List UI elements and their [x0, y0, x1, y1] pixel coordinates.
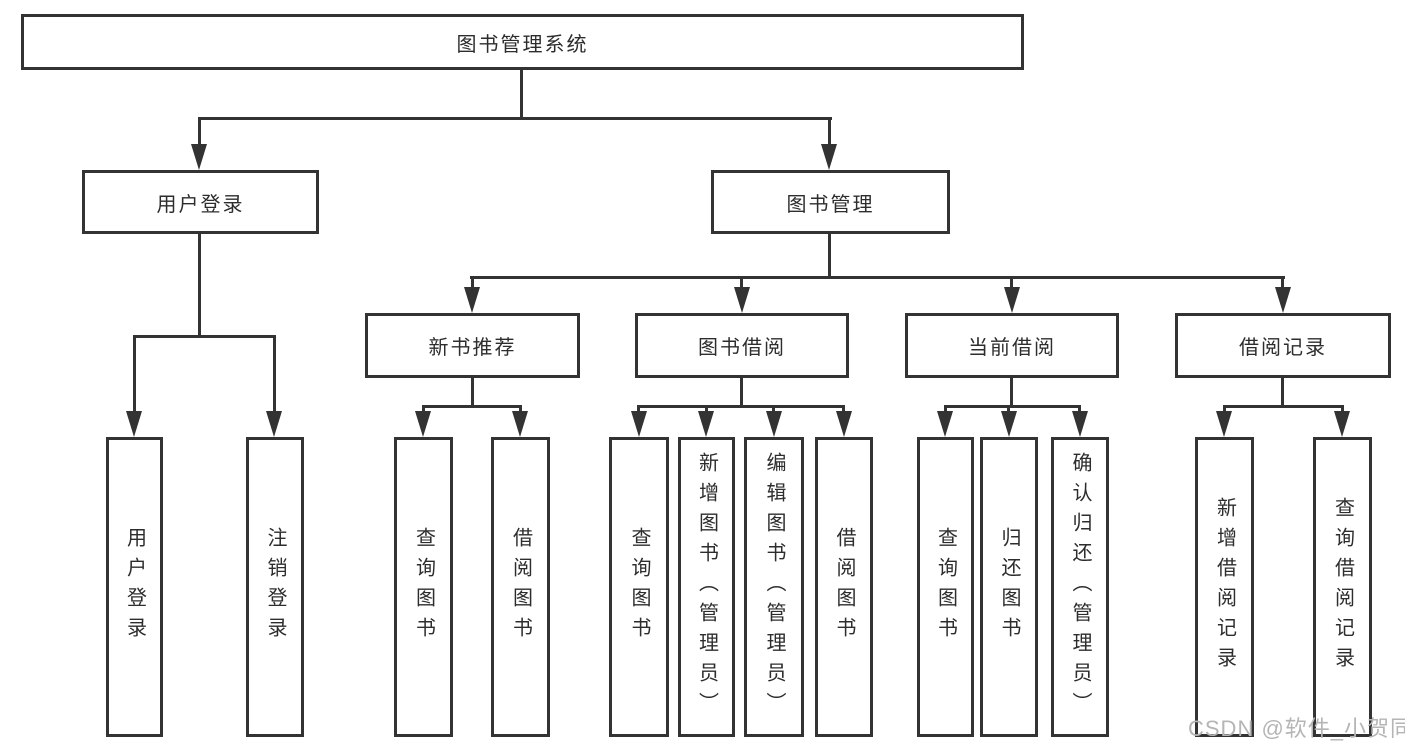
node-current-borrow: 当前借阅: [905, 313, 1119, 378]
node-book-management: 图书管理: [711, 170, 950, 234]
connector-leaf-drop: [273, 335, 276, 413]
connector-leaf-drop: [772, 405, 775, 414]
arrow-down-icon: [1216, 411, 1232, 437]
arrow-down-icon: [631, 411, 647, 437]
connector-level3-drop: [740, 276, 743, 290]
leaf-current-confirm-return-admin: 确认归还（管理员）: [1051, 437, 1109, 737]
leaf-borrow-edit-book-admin: 编辑图书（管理员）: [744, 437, 804, 737]
leaf-label: 查询图书: [412, 527, 435, 647]
arrow-down-icon: [1001, 411, 1017, 437]
arrow-down-icon: [1072, 411, 1088, 437]
leaf-recommend-query-book: 查询图书: [394, 437, 453, 737]
node-user-login: 用户登录: [82, 170, 319, 234]
arrow-down-icon: [126, 411, 142, 437]
leaf-label: 新增图书（管理员）: [695, 452, 718, 722]
leaf-label: 查询图书: [934, 527, 957, 647]
connector-user-login-rail: [133, 335, 276, 338]
connector-leaf-drop: [705, 405, 708, 414]
leaf-borrow-borrow-book: 借阅图书: [815, 437, 873, 737]
leaf-records-query-record: 查询借阅记录: [1313, 437, 1372, 737]
leaf-label: 借阅图书: [509, 527, 532, 647]
connector-user-login-drop: [198, 117, 201, 147]
connector-leaf-drop: [422, 405, 425, 414]
node-label: 图书管理: [786, 193, 875, 216]
connector-current-borrow-rail: [944, 405, 1081, 408]
connector-leaf-drop: [133, 335, 136, 413]
node-borrow-records: 借阅记录: [1175, 313, 1391, 378]
connector-leaf-drop: [1007, 405, 1010, 414]
connector-leaf-drop: [1078, 405, 1081, 414]
arrow-down-icon: [1334, 411, 1350, 437]
leaf-label: 归还图书: [998, 527, 1020, 647]
connector-book-mgmt-stem: [828, 233, 831, 279]
leaf-label: 注销登录: [264, 527, 286, 647]
leaf-borrow-query-book: 查询图书: [609, 437, 669, 737]
connector-book-mgmt-drop: [828, 117, 831, 147]
connector-leaf-drop: [944, 405, 947, 414]
connector-leaf-drop: [637, 405, 640, 414]
connector-level2-rail: [198, 117, 832, 120]
connector-level3-drop: [1010, 276, 1013, 290]
leaf-current-return-book: 归还图书: [980, 437, 1038, 737]
leaf-recommend-borrow-book: 借阅图书: [491, 437, 550, 737]
leaf-label: 用户登录: [123, 527, 146, 647]
leaf-label: 新增借阅记录: [1213, 497, 1236, 677]
connector-leaf-drop: [519, 405, 522, 414]
arrow-down-icon: [512, 411, 528, 437]
arrow-down-icon: [191, 144, 207, 170]
connector-records-rail: [1223, 405, 1344, 408]
leaf-logout: 注销登录: [246, 437, 304, 737]
arrow-down-icon: [1275, 287, 1291, 313]
connector-recommend-stem: [471, 378, 474, 407]
csdn-watermark: CSDN @软件_小贺同学: [1188, 716, 1405, 741]
node-label: 图书借阅: [698, 337, 786, 359]
arrow-down-icon: [734, 287, 750, 313]
leaf-label: 查询图书: [628, 527, 650, 647]
node-label: 新书推荐: [428, 337, 517, 359]
node-label: 用户登录: [156, 193, 245, 216]
connector-current-borrow-stem: [1010, 378, 1013, 407]
node-label: 图书管理系统: [456, 33, 589, 56]
arrow-down-icon: [836, 411, 852, 437]
leaf-user-login: 用户登录: [106, 437, 163, 737]
connector-book-borrow-rail: [638, 405, 845, 408]
leaf-current-query-book: 查询图书: [917, 437, 974, 737]
leaf-label: 编辑图书（管理员）: [763, 452, 785, 722]
connector-book-borrow-stem: [740, 378, 743, 407]
arrow-down-icon: [415, 411, 431, 437]
connector-level3-rail: [470, 276, 1285, 279]
connector-leaf-drop: [1223, 405, 1226, 414]
connector-leaf-drop: [842, 405, 845, 414]
arrow-down-icon: [266, 411, 282, 437]
leaf-records-add-record: 新增借阅记录: [1195, 437, 1254, 737]
node-label: 当前借阅: [968, 337, 1056, 359]
leaf-label: 查询借阅记录: [1331, 497, 1354, 677]
arrow-down-icon: [464, 287, 480, 313]
leaf-label: 确认归还（管理员）: [1069, 452, 1091, 722]
node-book-borrow: 图书借阅: [635, 313, 849, 378]
connector-records-stem: [1281, 378, 1284, 407]
arrow-down-icon: [1004, 287, 1020, 313]
connector-level3-drop: [471, 276, 474, 290]
connector-leaf-drop: [1341, 405, 1344, 414]
arrow-down-icon: [766, 411, 782, 437]
leaf-borrow-add-book-admin: 新增图书（管理员）: [678, 437, 735, 737]
arrow-down-icon: [698, 411, 714, 437]
arrow-down-icon: [821, 144, 837, 170]
node-library-system: 图书管理系统: [21, 14, 1024, 70]
connector-root-stem: [520, 70, 523, 118]
node-new-book-recommend: 新书推荐: [365, 313, 580, 378]
connector-recommend-rail: [423, 405, 522, 408]
connector-level3-drop: [1281, 276, 1284, 290]
leaf-label: 借阅图书: [833, 527, 855, 647]
arrow-down-icon: [937, 411, 953, 437]
connector-user-login-stem: [198, 233, 201, 337]
node-label: 借阅记录: [1239, 337, 1327, 359]
